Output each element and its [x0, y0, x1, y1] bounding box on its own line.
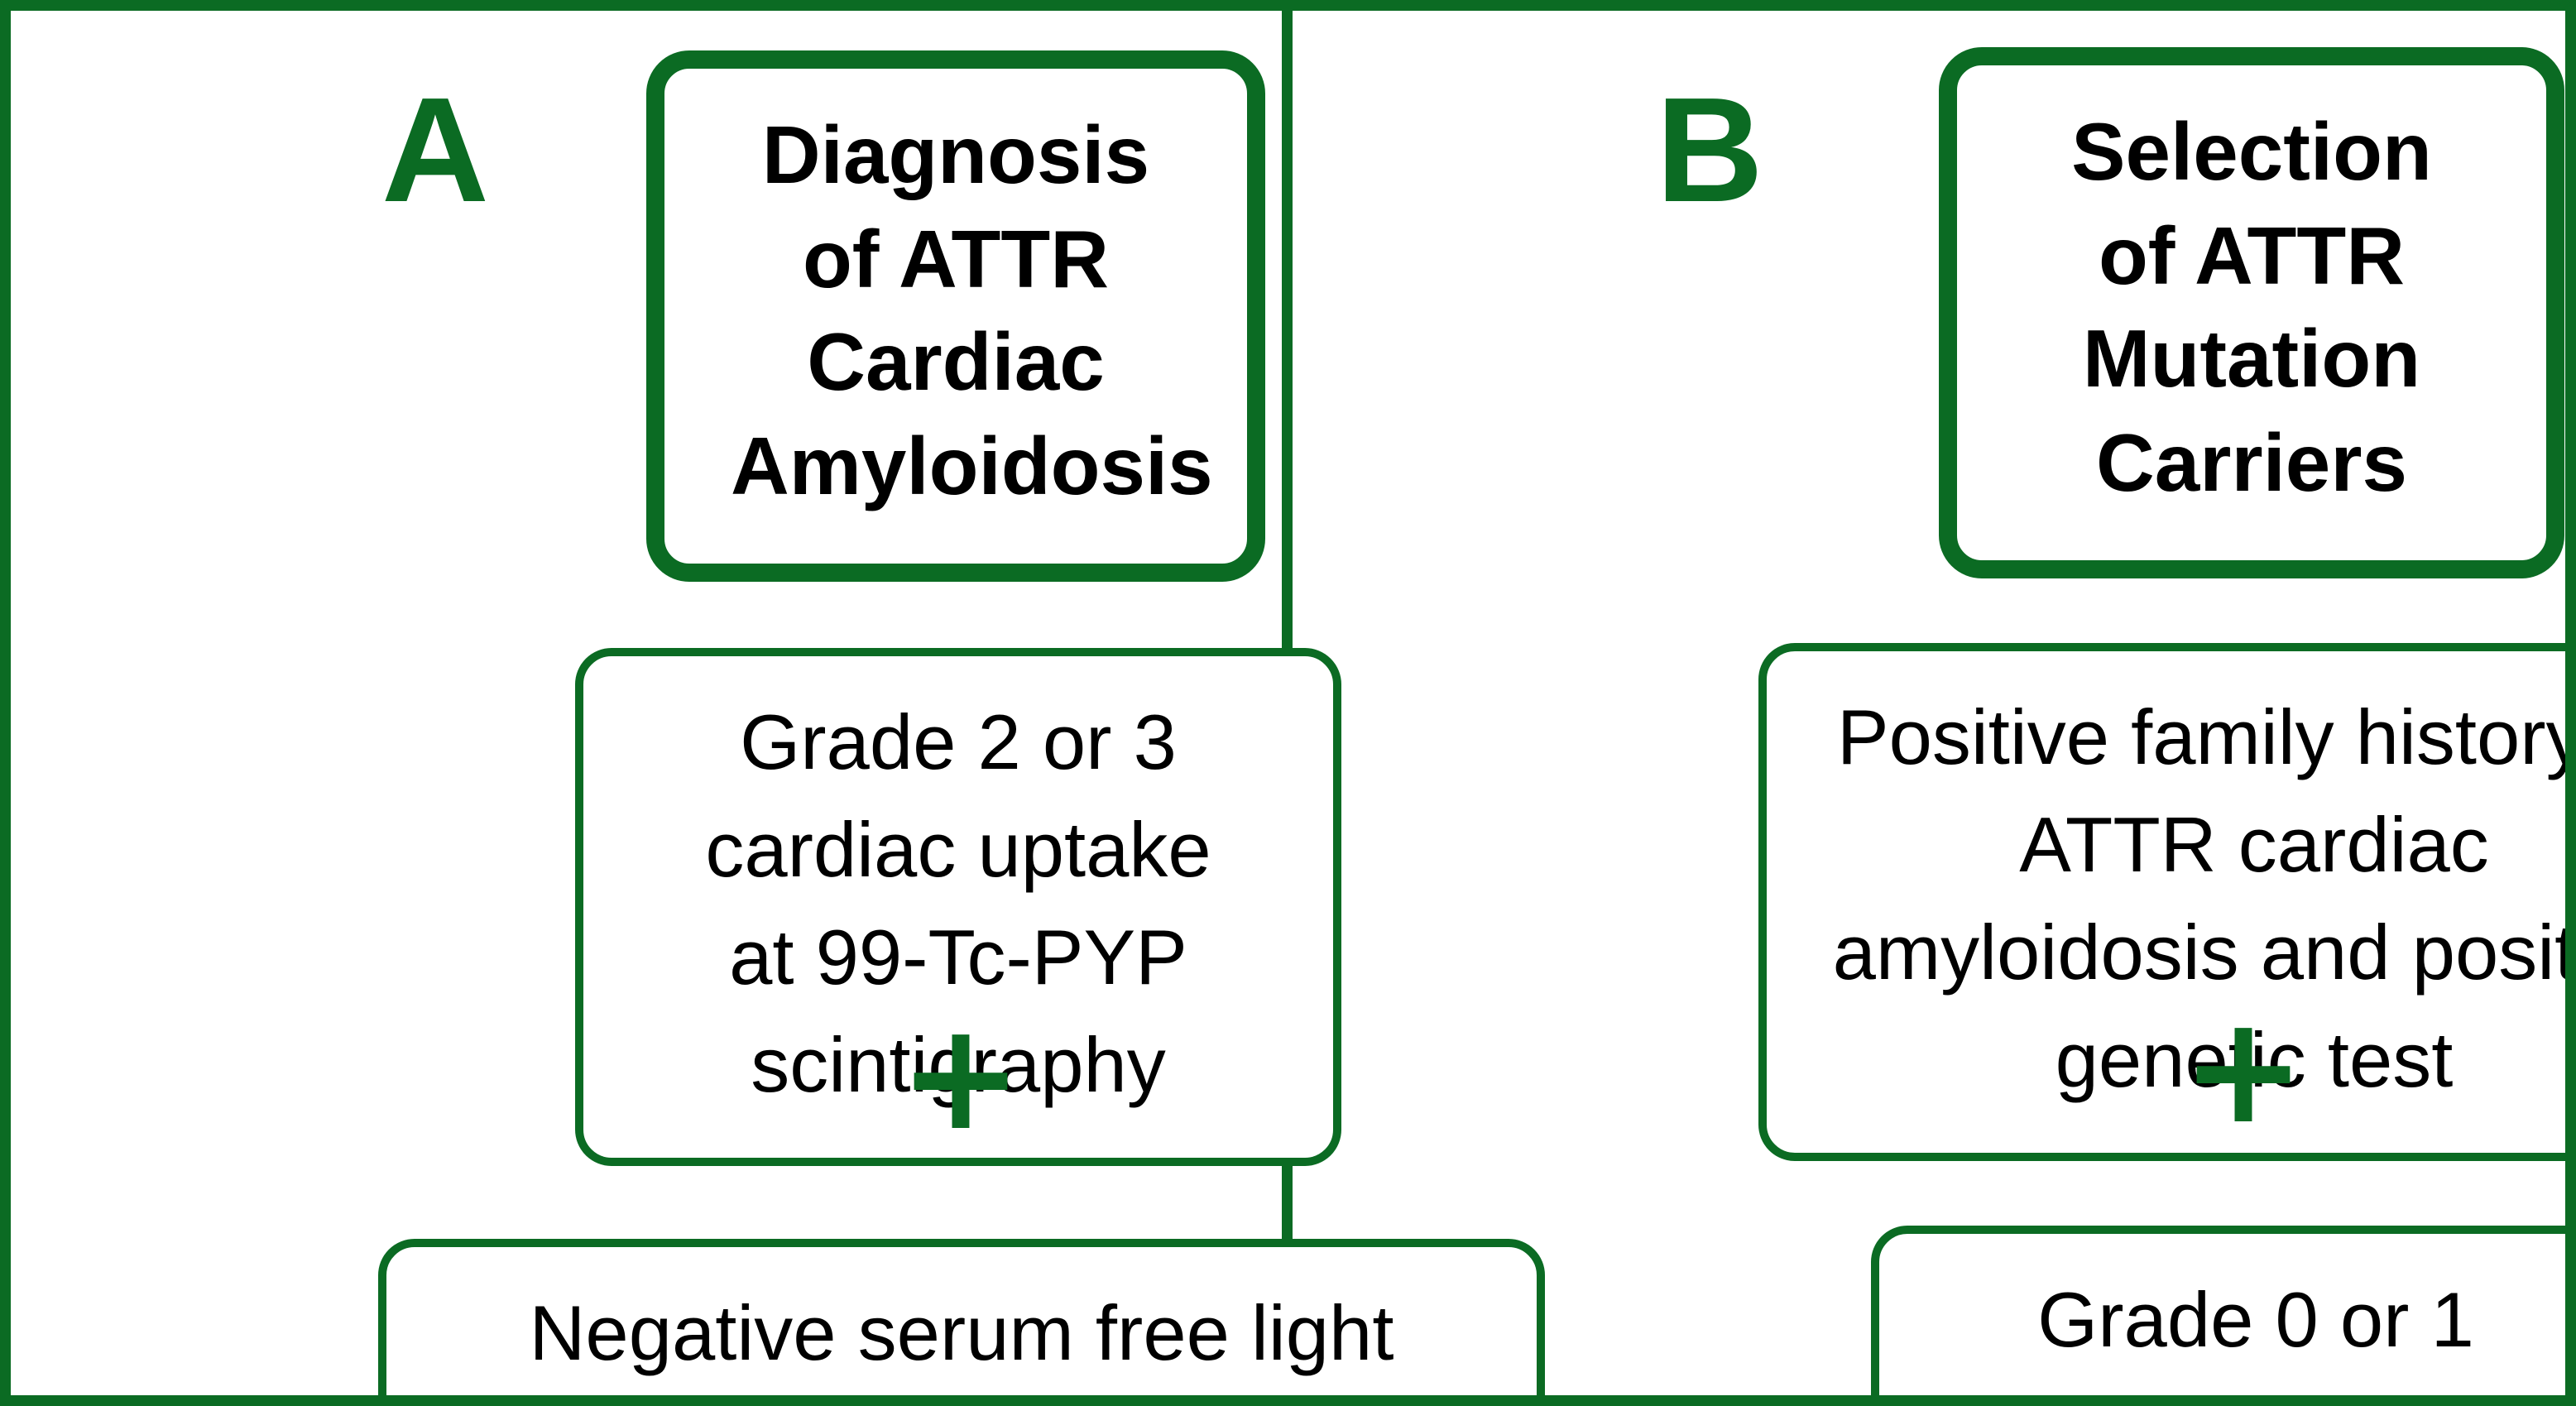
- panel-a-title-box: Diagnosis of ATTR Cardiac Amyloidosis: [646, 50, 1265, 582]
- panel-a-criterion-2-line-1: Negative serum free light chains & negat…: [529, 1288, 1394, 1376]
- panel-a-criterion-1-line-1: Grade 2 or 3 cardiac uptake: [705, 698, 1211, 893]
- panel-a: A Diagnosis of ATTR Cardiac Amyloidosis …: [11, 11, 1545, 1395]
- panel-b-title-line-2: Mutation Carriers: [2082, 315, 2421, 510]
- panel-b-inner: B Selection of ATTR Mutation Carriers Po…: [1614, 11, 2576, 1395]
- panel-b-criterion-1-line-2: amyloidosis and positive genetic test: [1832, 907, 2576, 1103]
- panel-b: B Selection of ATTR Mutation Carriers Po…: [1293, 11, 2565, 1395]
- panel-a-plus-icon-1: +: [898, 991, 1024, 1164]
- panel-a-criterion-2: Negative serum free light chains & negat…: [378, 1239, 1545, 1395]
- panel-b-title-line-1: Selection of ATTR: [2071, 108, 2432, 302]
- panel-b-letter: B: [1656, 69, 1763, 234]
- panel-a-criterion-1-line-2: at 99-Tc-PYP scintigraphy: [729, 912, 1187, 1108]
- panel-b-plus-icon-1: +: [2180, 984, 2306, 1158]
- panel-a-title-line-2: Cardiac Amyloidosis: [731, 319, 1213, 513]
- panel-b-criterion-2: Grade 0 or 1 cardiac uptake at 99-Tc-PYP…: [1871, 1226, 2565, 1395]
- panel-a-letter: A: [381, 69, 489, 234]
- panel-a-criterion-1: Grade 2 or 3 cardiac uptake at 99-Tc-PYP…: [575, 648, 1341, 1167]
- panel-b-title-box: Selection of ATTR Mutation Carriers: [1939, 47, 2564, 578]
- panel-a-title-line-1: Diagnosis of ATTR: [761, 112, 1150, 305]
- panel-b-criterion-1: Positive family history of ATTR cardiac …: [1758, 643, 2576, 1162]
- panel-a-inner: A Diagnosis of ATTR Cardiac Amyloidosis …: [332, 11, 1590, 1395]
- panel-b-criterion-2-line-1: Grade 0 or 1 cardiac uptake: [2003, 1275, 2508, 1395]
- panel-b-criterion-1-line-1: Positive family history of ATTR cardiac: [1836, 693, 2576, 888]
